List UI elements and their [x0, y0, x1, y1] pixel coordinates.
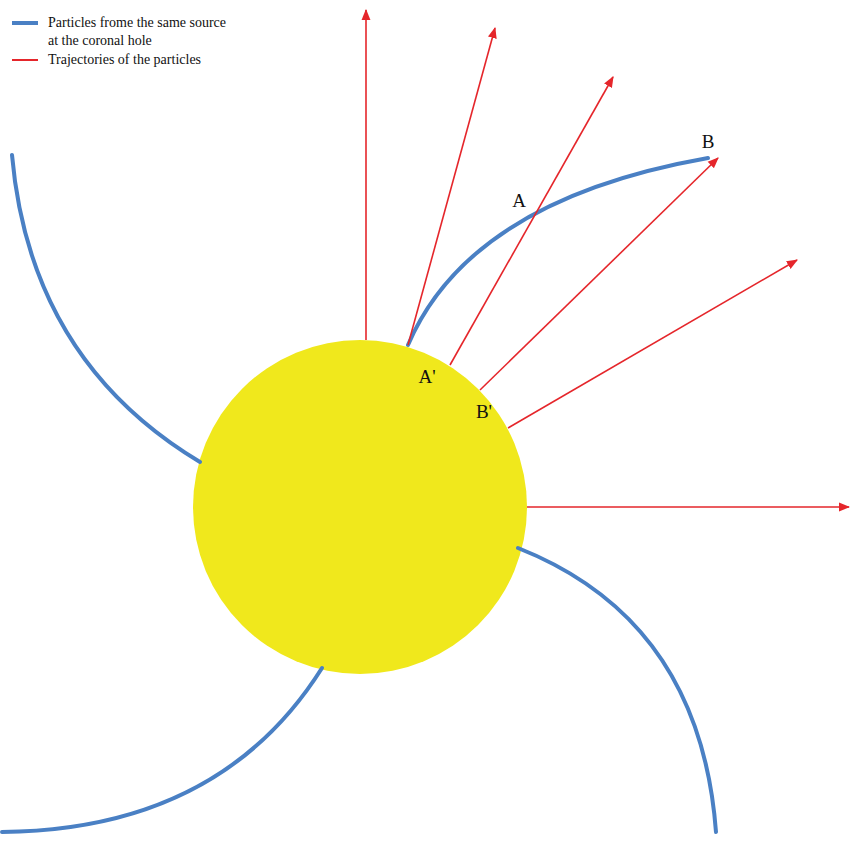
legend-text: Trajectories of the particles [48, 51, 233, 69]
trajectory-arrow [408, 28, 495, 345]
legend-line-sample [12, 59, 38, 61]
sun-disk [193, 340, 527, 674]
legend-text: Particles frome the same source at the c… [48, 14, 233, 49]
particle-stream-arc [518, 548, 716, 832]
point-label: B [702, 132, 715, 151]
legend: Particles frome the same source at the c… [10, 14, 233, 71]
trajectory-arrow [508, 260, 797, 428]
particle-stream-arc [12, 155, 200, 462]
trajectory-arrow [365, 10, 367, 340]
legend-row: Particles frome the same source at the c… [10, 14, 233, 49]
particle-stream-arc [2, 668, 322, 832]
point-label: A [512, 191, 526, 210]
trajectory-arrow [450, 77, 613, 365]
legend-row: Trajectories of the particles [10, 51, 233, 69]
point-label: B' [476, 402, 492, 421]
legend-swatch [10, 14, 40, 30]
particle-stream-arc [408, 158, 708, 345]
legend-swatch [10, 51, 40, 67]
trajectory-arrow [527, 506, 849, 508]
legend-line-sample [12, 21, 38, 25]
point-label: A' [418, 367, 435, 386]
trajectory-arrow [480, 158, 718, 390]
